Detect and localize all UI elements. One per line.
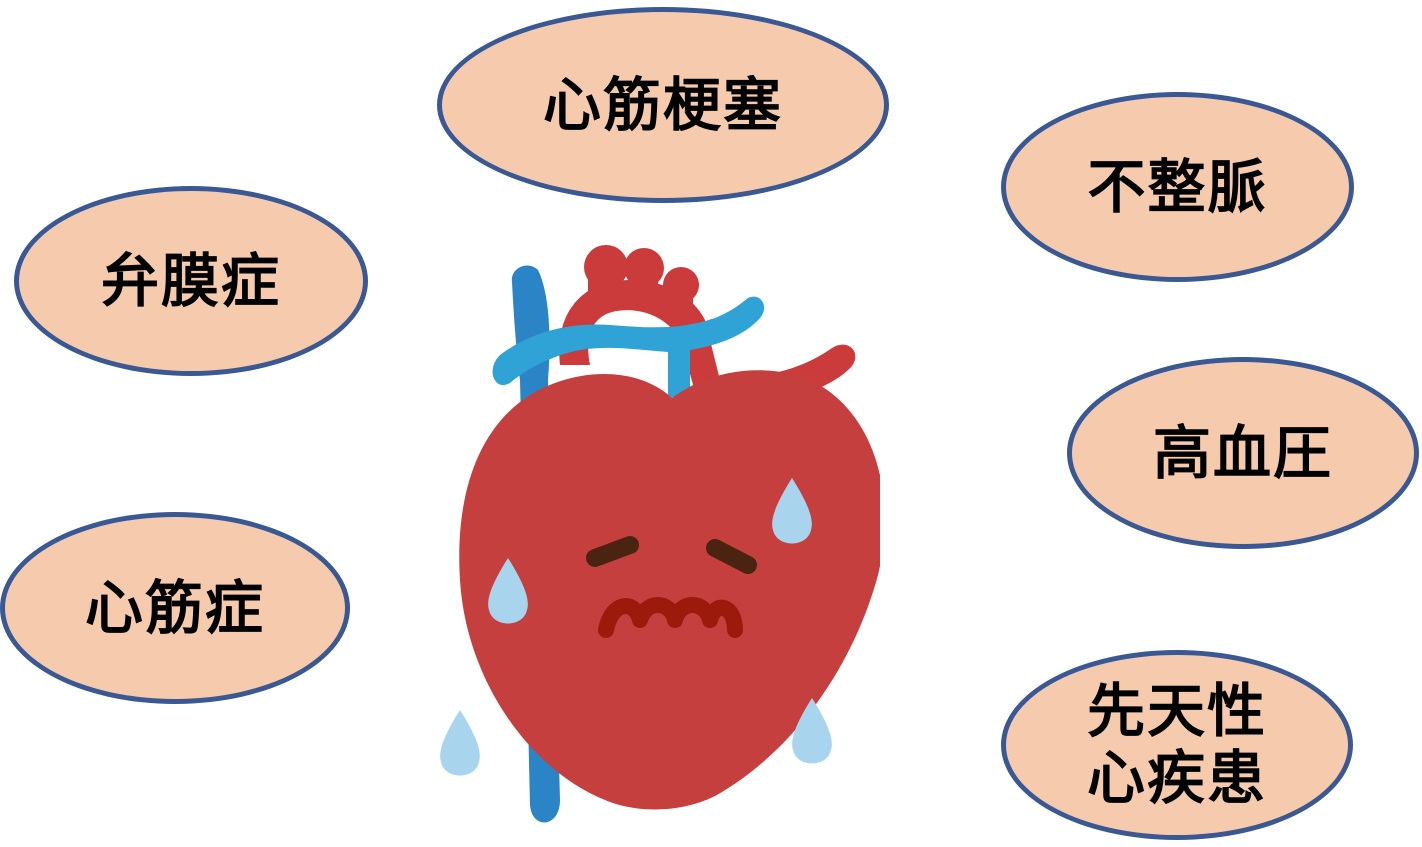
bubble-congenital-heart-disease: 先天性 心疾患 xyxy=(1001,650,1353,840)
label-hypertension: 高血圧 xyxy=(1152,418,1333,487)
aorta-branch-1-stem xyxy=(588,265,622,305)
aorta-branch-2-stem xyxy=(628,265,658,300)
bubble-hypertension: 高血圧 xyxy=(1067,357,1419,549)
bubble-arrhythmia: 不整脈 xyxy=(1001,92,1354,282)
bubble-valvular-disease: 弁膜症 xyxy=(14,186,368,376)
label-myocardial-infarction: 心筋梗塞 xyxy=(542,70,783,139)
sweat-drop-2 xyxy=(488,558,528,624)
label-congenital-heart-disease: 先天性 心疾患 xyxy=(1086,677,1267,812)
aorta-branch-3-stem xyxy=(665,283,693,315)
right-eye-shape xyxy=(706,539,757,574)
label-arrhythmia: 不整脈 xyxy=(1087,152,1268,221)
worried-heart-icon xyxy=(440,245,880,823)
sweat-drop-3 xyxy=(440,710,480,776)
heart-body-shape xyxy=(459,370,880,810)
sweat-drop-4 xyxy=(792,698,832,764)
bubble-cardiomyopathy: 心筋症 xyxy=(0,512,350,704)
pulmonary-artery-shape xyxy=(492,296,765,398)
wavy-mouth-shape xyxy=(598,597,743,638)
label-cardiomyopathy: 心筋症 xyxy=(84,573,265,642)
label-valvular-disease: 弁膜症 xyxy=(100,246,281,315)
sweat-drop-1 xyxy=(772,478,812,544)
left-eye-shape xyxy=(586,536,639,567)
bubble-myocardial-infarction: 心筋梗塞 xyxy=(437,7,889,203)
